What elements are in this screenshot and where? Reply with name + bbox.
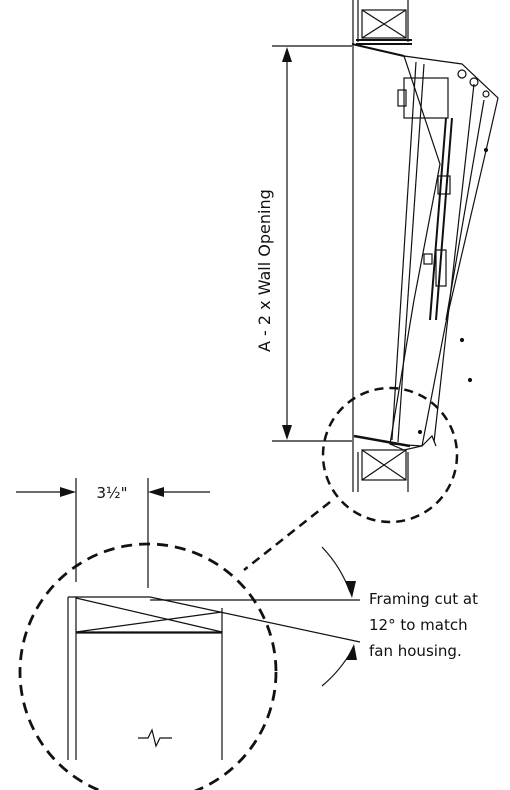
- enlarged-framing-detail: [67, 596, 361, 760]
- dimension-label: A - 2 x Wall Opening: [255, 189, 274, 352]
- top-header-block: [356, 9, 412, 45]
- note-line-1: Framing cut at: [369, 590, 478, 608]
- stud-width-label: 3½": [97, 484, 128, 502]
- vertical-dimension: [272, 45, 352, 442]
- wall-section: [352, 0, 409, 492]
- bottom-sill-block: [353, 434, 411, 481]
- motor-box: [403, 77, 449, 119]
- note-line-3: fan housing.: [369, 642, 462, 660]
- fan-housing: [351, 43, 499, 451]
- callout-leader: [243, 501, 331, 571]
- cut-angle-arc: [321, 546, 357, 687]
- stud-width-dimension: [16, 478, 210, 588]
- detail-callout-circle-small: [321, 386, 459, 524]
- note-line-2: 12° to match: [369, 616, 468, 634]
